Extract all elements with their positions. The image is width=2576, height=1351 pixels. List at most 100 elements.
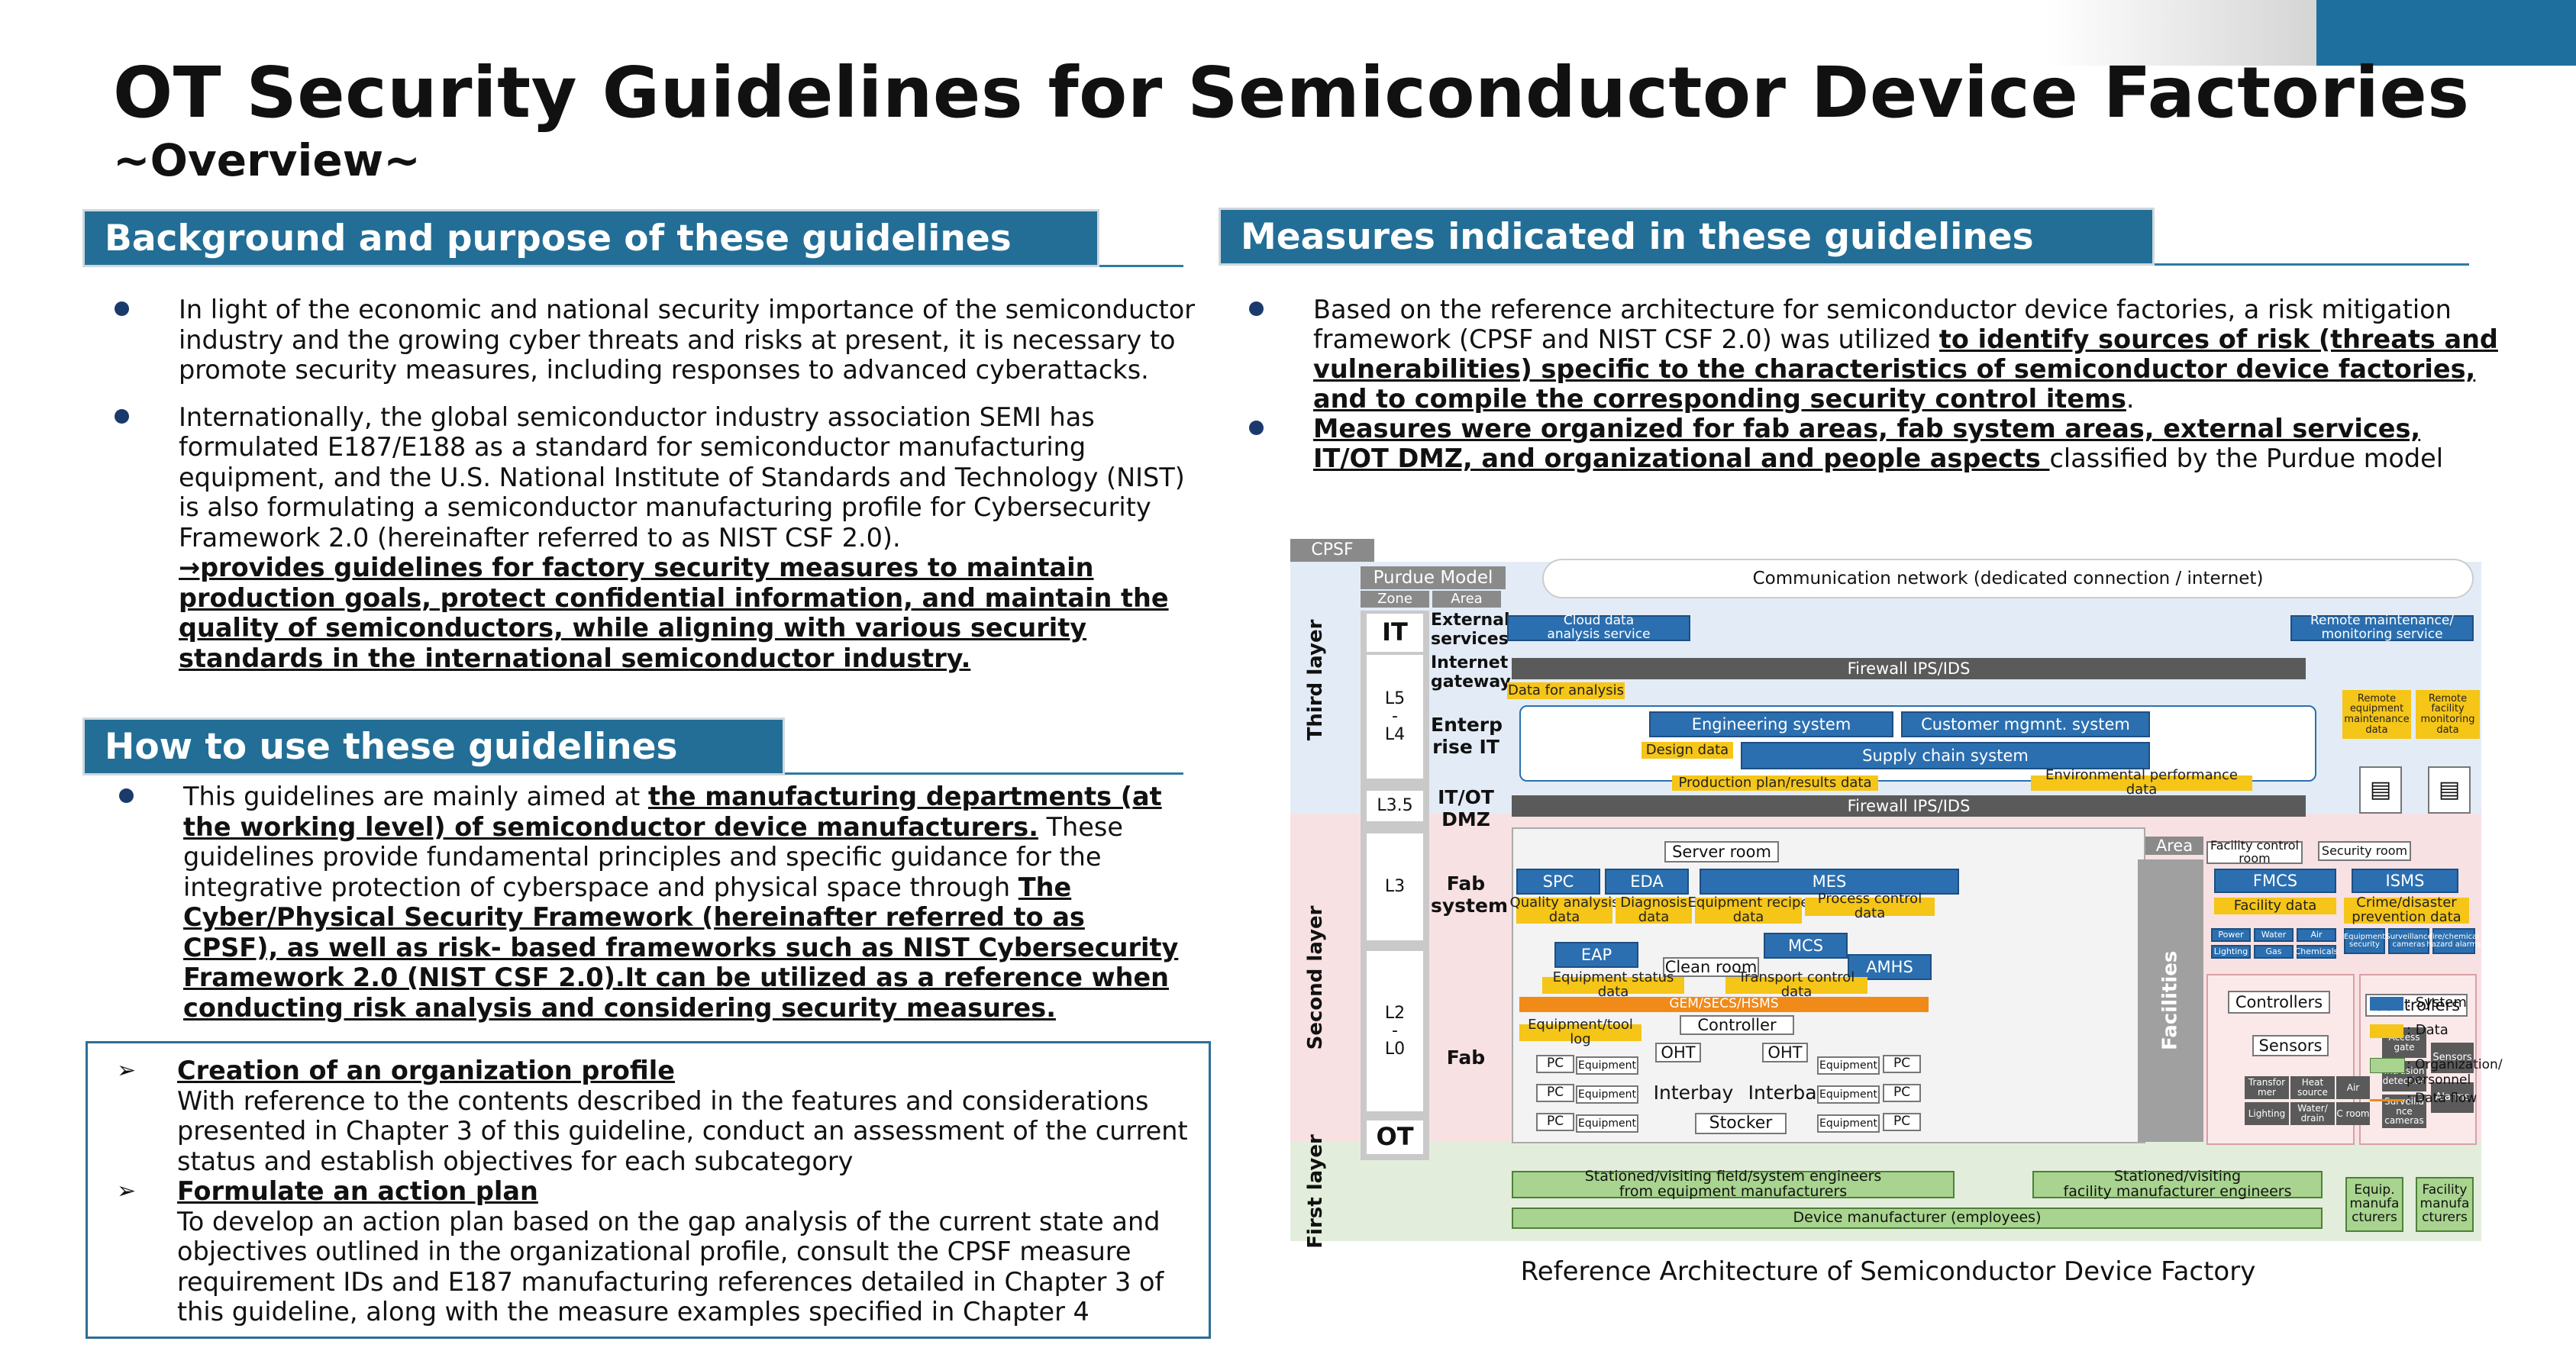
background-bullet-2: Internationally, the global semiconducto… <box>111 402 1203 674</box>
controllers-facility: Controllers <box>2228 991 2330 1014</box>
remote-equipment-maintenance-data: Remote equipment maintenance data <box>2342 690 2411 739</box>
equipment-2: Equipment <box>1576 1085 1638 1104</box>
step-1-body: With reference to the contents described… <box>177 1085 1188 1176</box>
measures-bullet-2: Measures were organized for fab areas, f… <box>1246 414 2498 473</box>
area-it-ot-dmz: IT/OT DMZ <box>1438 786 1494 830</box>
tag-equipment-security: Equipment security <box>2344 928 2385 954</box>
environmental-performance-data-tag: Environmental performance data <box>2031 768 2252 797</box>
zone-tag: Zone <box>1361 591 1429 608</box>
page-title: OT Security Guidelines for Semiconductor… <box>113 52 2470 134</box>
pc-5: PC <box>1883 1084 1921 1102</box>
background-heading: Background and purpose of these guidelin… <box>82 209 1099 267</box>
tag-fire-alarms: Fire/chemical hazard alarms <box>2426 928 2481 954</box>
measures-emphasis-2: Measures were organized for fab areas, f… <box>1313 414 2421 473</box>
bullet-icon <box>115 408 129 424</box>
background-text-2: Internationally, the global semiconducto… <box>179 401 1185 553</box>
equipment-3: Equipment <box>1576 1114 1638 1133</box>
tag-surveillance-cameras: Surveillance cameras <box>2385 928 2432 954</box>
tag-air: Air <box>2297 928 2336 942</box>
equipment-manufacturers: Equip. manufa cturers <box>2345 1177 2403 1232</box>
gem-secs-hsms-bus: GEM/SECS/HSMS <box>1519 997 1929 1012</box>
purdue-model-tag: Purdue Model <box>1361 566 1506 589</box>
pc-2: PC <box>1536 1084 1574 1102</box>
equipment-6: Equipment <box>1817 1114 1880 1133</box>
pc-6: PC <box>1883 1113 1921 1131</box>
legend-data-swatch <box>2370 1024 2403 1038</box>
usage-emphasis-2: The Cyber/Physical Security Framework (h… <box>183 872 1179 1023</box>
measures-text-1: Based on the reference architecture for … <box>1313 295 2452 354</box>
communication-network-cloud: Communication network (dedicated connect… <box>1542 559 2474 598</box>
air-unit: Air <box>2336 1076 2370 1099</box>
fmcs-system: FMCS <box>2214 869 2336 893</box>
facility-control-room-label: Facility control room <box>2206 839 2303 865</box>
equipment-server-icon: ▤ <box>2359 766 2402 814</box>
oht-right: OHT <box>1762 1043 1808 1062</box>
usage-heading-rule <box>785 772 1183 775</box>
background-emphasis: →provides guidelines for factory securit… <box>179 553 1169 673</box>
zone-l3: L3 <box>1367 833 1423 940</box>
remote-facility-monitoring-data: Remote facility monitoring data <box>2416 690 2480 739</box>
equipment-status-data-tag: Equipment status data <box>1542 970 1684 999</box>
measures-text-2: classified by the Purdue model <box>2049 443 2444 473</box>
measures-bullet-1: Based on the reference architecture for … <box>1246 295 2498 414</box>
process-control-data-tag: Process control data <box>1805 892 1935 921</box>
usage-list: This guidelines are mainly aimed at the … <box>116 782 1188 1040</box>
mcs-system: MCS <box>1764 933 1848 959</box>
equipment-4: Equipment <box>1817 1056 1880 1075</box>
c-room-unit: C room <box>2336 1102 2370 1125</box>
pc-1: PC <box>1536 1055 1574 1073</box>
measures-emphasis-1: to identify sources of risk (threats and… <box>1313 324 2498 414</box>
data-for-analysis-tag: Data for analysis <box>1507 682 1625 699</box>
header-gradient-bar <box>2046 0 2321 66</box>
customer-management-system: Customer mgmnt. system <box>1901 711 2150 737</box>
usage-heading: How to use these guidelines <box>82 717 785 775</box>
tag-power: Power <box>2211 928 2251 942</box>
bullet-icon <box>115 301 129 316</box>
background-text-1: In light of the economic and national se… <box>179 295 1196 385</box>
legend-organization-label: : Organization/ personnel <box>2407 1057 2503 1088</box>
alarms: Alarms <box>2431 1082 2474 1113</box>
surveillance-cameras: Surveilla nce cameras <box>2382 1095 2426 1128</box>
area-tag-facilities: Area <box>2145 837 2203 855</box>
area-fab: Fab <box>1446 1046 1486 1069</box>
diagram-caption: Reference Architecture of Semiconductor … <box>1520 1256 2256 1287</box>
zone-ot: OT <box>1367 1120 1423 1154</box>
first-layer-label: First layer <box>1304 1134 1328 1249</box>
equipment-recipe-data-tag: Equipment recipe data <box>1687 895 1809 925</box>
zone-l5-l4: L5 - L4 <box>1367 655 1423 779</box>
zone-l35: L3.5 <box>1367 791 1423 821</box>
eda-system: EDA <box>1605 869 1689 895</box>
interbay-left: Interbay <box>1653 1081 1734 1104</box>
device-manufacturer-employees: Device manufacturer (employees) <box>1512 1208 2323 1229</box>
background-bullet-1: In light of the economic and national se… <box>111 295 1203 385</box>
zone-it: IT <box>1367 614 1423 652</box>
tag-water: Water <box>2254 928 2294 942</box>
remote-maintenance-service: Remote maintenance/ monitoring service <box>2290 614 2474 641</box>
diagnosis-data-tag: Diagnosis data <box>1616 895 1692 924</box>
legend-organization-swatch <box>2370 1058 2405 1073</box>
step-1-title: Creation of an organization profile <box>177 1056 675 1085</box>
heat-source: Heat source <box>2290 1076 2335 1099</box>
crime-disaster-data-tag: Crime/disaster prevention data <box>2344 895 2469 924</box>
cpsf-tag: CPSF <box>1290 539 1374 562</box>
transformer: Transfor mer <box>2245 1076 2289 1099</box>
supply-chain-system: Supply chain system <box>1741 742 2150 769</box>
legend-dataflow-label: : Data flow <box>2407 1091 2478 1106</box>
oht-left: OHT <box>1655 1043 1701 1062</box>
measures-text-1-end: . <box>2126 384 2135 414</box>
eap-system: EAP <box>1554 942 1638 968</box>
transport-control-data-tag: Transport control data <box>1725 970 1867 999</box>
area-enterprise-it: Enterp rise IT <box>1431 714 1503 758</box>
bullet-icon <box>119 788 134 803</box>
controller-label: Controller <box>1680 1015 1794 1035</box>
tag-chemicals: Chemicals <box>2295 945 2338 959</box>
arrowhead-icon: ➢ <box>117 1178 137 1204</box>
background-heading-rule <box>1099 265 1183 267</box>
measures-heading: Measures indicated in these guidelines <box>1219 208 2155 266</box>
area-fab-system: Fab system <box>1431 872 1509 917</box>
cloud-data-analysis-service: Cloud data analysis service <box>1507 614 1690 641</box>
area-external-services: External services <box>1431 611 1510 650</box>
tag-gas: Gas <box>2254 945 2294 959</box>
